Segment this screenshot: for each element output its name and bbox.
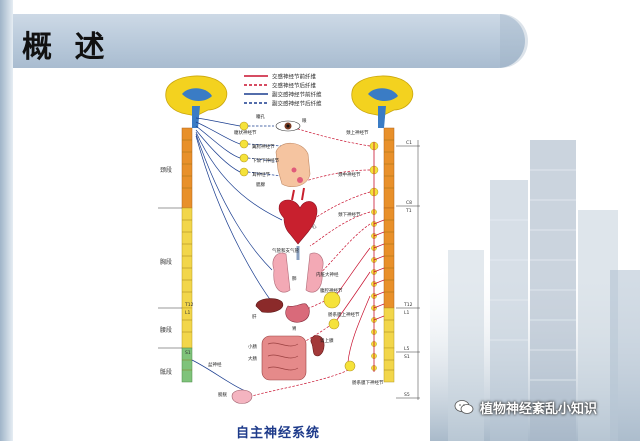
right-spinal-cord: C1 C8 T1 T12 L1 L5 S1 S5: [383, 127, 420, 400]
label-pupil: 瞳孔: [256, 113, 265, 120]
legend-label: 交感神经节前纤维: [272, 73, 317, 81]
label-s1-right: S1: [404, 354, 410, 360]
label-heart: 心: [312, 223, 317, 230]
label-inf-mesenteric: 肠系膜下神经节: [352, 379, 384, 386]
label-eye: 眼: [302, 118, 307, 124]
left-brain: [165, 75, 228, 128]
label-thoracic: 胸段: [160, 258, 172, 266]
wechat-icon: [454, 400, 474, 414]
stomach: [285, 303, 310, 323]
label-liver: 肝: [252, 314, 257, 320]
label-s1-left: S1: [185, 350, 191, 356]
left-decor-band: [0, 0, 13, 441]
autonomic-nervous-system-diagram: 交感神经节前纤维 交感神经节后纤维 副交感神经节前纤维 副交感神经节后纤维: [152, 70, 424, 410]
label-visceral-nerve: 内脏大神经: [316, 271, 339, 278]
prevertebral-ganglia: [323, 291, 356, 372]
label-l1-left: L1: [185, 310, 191, 316]
label-stomach: 胃: [292, 326, 297, 332]
label-bronchi: 气管和支气管: [272, 247, 299, 254]
label-pterygo: 翼腭神经节: [252, 143, 275, 150]
watermark-text: 植物神经紊乱小知识: [480, 401, 598, 417]
city-background-image: [430, 140, 640, 441]
label-large-intestine: 大肠: [248, 355, 257, 362]
legend-label: 副交感神经节后纤维: [272, 100, 322, 108]
label-celiac: 腹腔神经节: [320, 287, 343, 294]
label-sup-cervical: 颈上神经节: [346, 129, 369, 136]
title-bar: [13, 14, 525, 68]
heart: [278, 187, 318, 245]
label-lung: 肺: [292, 276, 297, 282]
intestines: [261, 335, 307, 381]
label-bladder: 膀胱: [218, 391, 227, 398]
label-submandibular: 下颌下神经节: [252, 157, 279, 164]
label-t12-left: T12: [184, 302, 194, 308]
legend-label: 交感神经节后纤维: [272, 82, 317, 90]
label-l1-right: L1: [404, 310, 410, 316]
title-bar-edge: [500, 14, 528, 68]
legend: 交感神经节前纤维 交感神经节后纤维 副交感神经节前纤维 副交感神经节后纤维: [244, 73, 322, 108]
label-otic: 耳神经节: [252, 171, 270, 178]
eye: [275, 120, 301, 132]
label-parotid: 腮腺: [256, 181, 265, 188]
label-kidney: 肾上腺: [320, 337, 334, 344]
label-ciliary: 睫状神经节: [234, 129, 257, 136]
label-c8: C8: [406, 200, 412, 206]
label-mid-cervical: 颈中神经节: [338, 171, 361, 178]
legend-label: 副交感神经节前纤维: [272, 91, 322, 99]
label-sup-mesenteric: 肠系膜上神经节: [328, 311, 360, 318]
label-small-intestine: 小肠: [248, 343, 257, 350]
label-cervical: 颈段: [160, 166, 172, 174]
slide-title: 概 述: [22, 30, 111, 65]
right-brain: [351, 75, 414, 128]
label-t1: T1: [405, 208, 412, 214]
lungs: [272, 246, 324, 293]
left-spinal-cord: 颈段 胸段 腰段 骶段 T12 L1 S1: [158, 127, 194, 383]
diagram-caption: 自主神经系统: [236, 426, 321, 441]
face: [275, 142, 311, 187]
watermark: 植物神经紊乱小知识: [454, 396, 597, 418]
label-l5: L5: [404, 346, 410, 352]
label-s5: S5: [404, 392, 410, 398]
kidney: [310, 335, 325, 357]
label-sacral: 骶段: [160, 368, 172, 376]
label-t12-right: T12: [403, 302, 413, 308]
label-lumbar: 腰段: [160, 326, 172, 334]
label-inf-cervical: 颈下神经节: [338, 211, 361, 218]
bladder: [231, 389, 253, 404]
label-c1: C1: [406, 140, 412, 146]
label-pelvic-nerve: 盆神经: [208, 361, 222, 368]
liver: [255, 298, 284, 313]
